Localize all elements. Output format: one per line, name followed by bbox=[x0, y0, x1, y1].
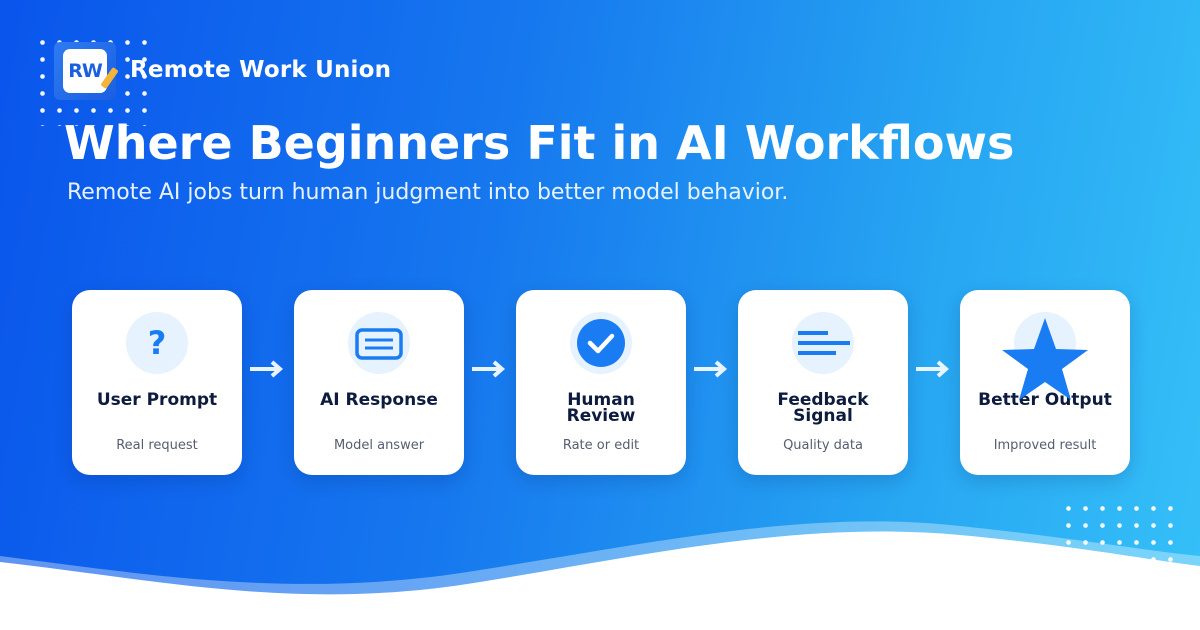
step-title: User Prompt bbox=[96, 390, 218, 410]
question-mark-icon: ? bbox=[148, 324, 167, 362]
pencil-icon bbox=[100, 66, 119, 90]
step-title-text: Human Review bbox=[566, 390, 636, 426]
logo-initials: RW bbox=[68, 60, 103, 82]
step-subtitle: Model answer bbox=[333, 438, 425, 453]
workflow-step-better-output: Better Output Improved result bbox=[960, 290, 1130, 475]
step-title: Feedback Signal bbox=[738, 390, 908, 426]
svg-text:?: ? bbox=[148, 324, 167, 362]
message-card-icon bbox=[355, 328, 403, 360]
step-title: Human Review bbox=[516, 390, 686, 426]
page-subtitle: Remote AI jobs turn human judgment into … bbox=[67, 180, 789, 205]
star-icon bbox=[1002, 318, 1088, 400]
arrow-right-icon bbox=[472, 360, 506, 378]
brand-logo: RW bbox=[54, 42, 119, 100]
step-title: Better Output bbox=[978, 390, 1112, 410]
arrow-right-icon bbox=[250, 360, 284, 378]
arrow-right-icon bbox=[694, 360, 728, 378]
step-subtitle: Real request bbox=[116, 438, 198, 453]
arrow-right-icon bbox=[916, 360, 950, 378]
step-title-text: Feedback Signal bbox=[777, 390, 869, 426]
icon-background: ? bbox=[126, 312, 188, 374]
step-subtitle: Improved result bbox=[993, 438, 1097, 453]
workflow-step-ai-response: AI Response Model answer bbox=[294, 290, 464, 475]
icon-background bbox=[792, 312, 854, 374]
step-subtitle: Rate or edit bbox=[562, 438, 640, 453]
icon-background bbox=[570, 312, 632, 374]
brand-name: Remote Work Union bbox=[130, 57, 392, 83]
step-title: AI Response bbox=[320, 390, 438, 410]
icon-background bbox=[348, 312, 410, 374]
page-title: Where Beginners Fit in AI Workflows bbox=[64, 116, 1015, 170]
workflow-step-human-review: Human Review Rate or edit bbox=[516, 290, 686, 475]
checkmark-icon bbox=[577, 319, 625, 367]
workflow-step-feedback-signal: Feedback Signal Quality data bbox=[738, 290, 908, 475]
step-subtitle: Quality data bbox=[783, 438, 863, 453]
lines-icon bbox=[798, 331, 850, 355]
dot-pattern-bottom-right bbox=[1060, 500, 1176, 576]
logo-tile: RW bbox=[63, 49, 119, 93]
workflow-step-user-prompt: ? User Prompt Real request bbox=[72, 290, 242, 475]
